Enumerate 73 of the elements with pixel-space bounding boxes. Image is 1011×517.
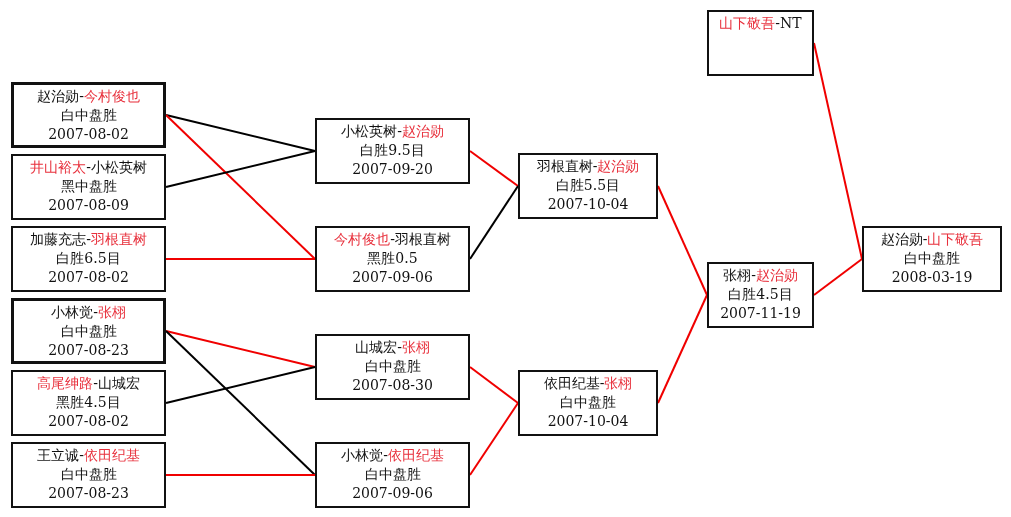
bracket-line [813, 258, 863, 296]
player-pair: 依田纪基-张栩 [543, 374, 633, 393]
game-result: 白胜6.5目 [56, 249, 121, 268]
game-date: 2007-08-23 [48, 341, 129, 360]
match-box [518, 370, 658, 436]
match-box [11, 442, 166, 508]
player-pair: 羽根直树-赵治勋 [536, 157, 640, 176]
game-result: 白中盘胜 [60, 106, 117, 125]
game-result: 白中盘胜 [364, 465, 421, 484]
match-box [11, 154, 166, 220]
bracket-line [657, 185, 708, 296]
bracket-line [165, 150, 316, 188]
player-pair: 今村俊也-羽根直树 [334, 230, 451, 249]
game-date: 2007-08-02 [48, 125, 129, 144]
player-pair: 赵治勋-山下敬吾 [880, 230, 984, 249]
bracket-line [165, 114, 316, 152]
bracket-line [165, 474, 316, 476]
game-result: 黑中盘胜 [60, 177, 117, 196]
player-pair: 加藤充志-羽根直树 [30, 230, 147, 249]
match-box [862, 226, 1002, 292]
player-pair: 赵治勋-今村俊也 [37, 87, 140, 106]
game-result: 白中盘胜 [904, 249, 960, 268]
bracket-line [469, 366, 519, 404]
player-pair: 小松英树-赵治勋 [341, 122, 444, 141]
match-box [11, 370, 166, 436]
match-box [11, 82, 166, 148]
match-box [315, 226, 470, 292]
bracket-line [469, 150, 519, 187]
player-pair: 小林觉-依田纪基 [341, 446, 444, 465]
game-date: 2007-09-06 [352, 268, 433, 287]
game-date: 2007-09-20 [352, 160, 433, 179]
player-pair: 小林觉-张栩 [51, 303, 126, 322]
bracket-line [165, 330, 316, 368]
player-pair: 张栩-赵治勋 [723, 266, 798, 285]
game-result: 白胜9.5目 [360, 141, 425, 160]
player-pair: 王立诚-依田纪基 [37, 446, 140, 465]
player-pair: 高尾绅路-山城宏 [37, 374, 140, 393]
game-result: 黑胜4.5目 [56, 393, 121, 412]
match-box [315, 442, 470, 508]
game-date: 2007-09-06 [352, 484, 433, 503]
game-date: 2007-11-19 [720, 304, 801, 323]
match-box [518, 153, 658, 219]
game-result: 白胜4.5目 [728, 285, 793, 304]
game-date: 2008-03-19 [891, 268, 973, 287]
game-date: 2007-10-04 [547, 412, 629, 431]
match-box [11, 298, 166, 364]
game-result: 白中盘胜 [364, 357, 421, 376]
game-result: 黑胜0.5 [367, 249, 418, 268]
bracket-line [165, 366, 316, 404]
bracket-line [165, 258, 316, 260]
bracket-line [657, 294, 708, 404]
player-pair: 井山裕太-小松英树 [30, 158, 147, 177]
game-result: 白中盘胜 [60, 465, 117, 484]
game-result: 白胜5.5目 [555, 176, 621, 195]
game-date: 2007-08-30 [352, 376, 433, 395]
bracket-line [165, 114, 316, 260]
game-result: 白中盘胜 [560, 393, 616, 412]
player-pair: 山城宏-张栩 [355, 338, 430, 357]
match-box [11, 226, 166, 292]
game-date: 2007-08-02 [48, 268, 129, 287]
match-box [315, 334, 470, 400]
game-date: 2007-08-23 [48, 484, 129, 503]
match-box [315, 118, 470, 184]
bracket-line [469, 402, 519, 476]
game-date: 2007-08-02 [48, 412, 129, 431]
player-pair: 山下敬吾-NT [719, 14, 802, 33]
game-date: 2007-10-04 [547, 195, 629, 214]
match-box [707, 10, 814, 76]
match-box [707, 262, 814, 328]
game-date: 2007-08-09 [48, 196, 129, 215]
game-result: 白中盘胜 [60, 322, 117, 341]
bracket-line [469, 185, 519, 260]
bracket-line [165, 330, 316, 476]
